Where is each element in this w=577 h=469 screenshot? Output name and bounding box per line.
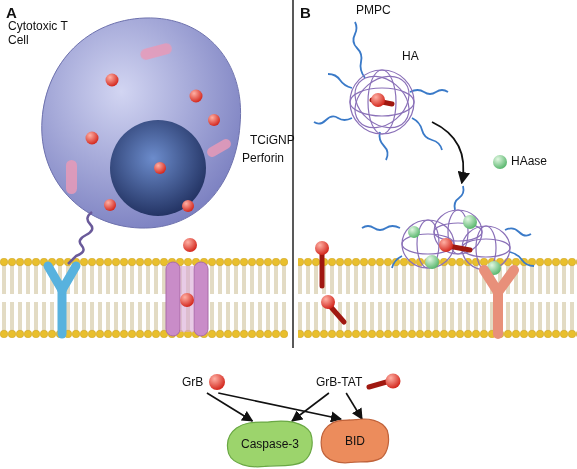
tcr-tether xyxy=(68,212,92,264)
receptor xyxy=(48,266,76,334)
protein-node: Caspase-3 xyxy=(226,420,314,468)
panel-letter: B xyxy=(300,4,311,21)
nucleus xyxy=(110,120,206,216)
part-label: TCiGNP xyxy=(250,134,295,148)
cell-label: Cytotoxic T Cell xyxy=(8,20,72,48)
node-text: Caspase-3 xyxy=(241,437,299,451)
node-text: GrB-TAT xyxy=(316,375,362,389)
granzyme-granules xyxy=(86,74,221,213)
membrane xyxy=(0,258,288,338)
membrane xyxy=(298,258,577,338)
perforin-pore xyxy=(166,238,208,336)
grb-tat-entering xyxy=(315,241,344,322)
perforin-granules xyxy=(66,42,233,194)
granzyme-icon xyxy=(207,372,227,392)
part-label: HA xyxy=(402,50,419,64)
nanoparticle-cluster xyxy=(362,186,534,275)
panel-divider xyxy=(292,0,294,348)
haase-enzyme xyxy=(493,155,507,169)
node-text: GrB xyxy=(182,375,203,389)
panel-letter: A xyxy=(6,4,17,21)
pathway-arrow xyxy=(292,393,329,421)
part-label: PMPC xyxy=(356,4,391,18)
protein-node: BID xyxy=(320,418,390,464)
granzyme-tat-node: GrB-TAT xyxy=(316,372,402,392)
granzyme-node: GrB xyxy=(182,372,227,392)
part-label: Perforin xyxy=(242,152,284,166)
granzyme-tat-icon xyxy=(366,372,402,392)
t-cell xyxy=(42,18,241,228)
nanoparticle xyxy=(314,22,448,160)
pathway-arrow xyxy=(346,393,362,419)
receptor xyxy=(484,270,514,334)
part-label: HAase xyxy=(511,155,547,169)
node-text: BID xyxy=(345,434,365,448)
pathway-arrow xyxy=(207,393,252,421)
process-arrow xyxy=(432,122,463,182)
